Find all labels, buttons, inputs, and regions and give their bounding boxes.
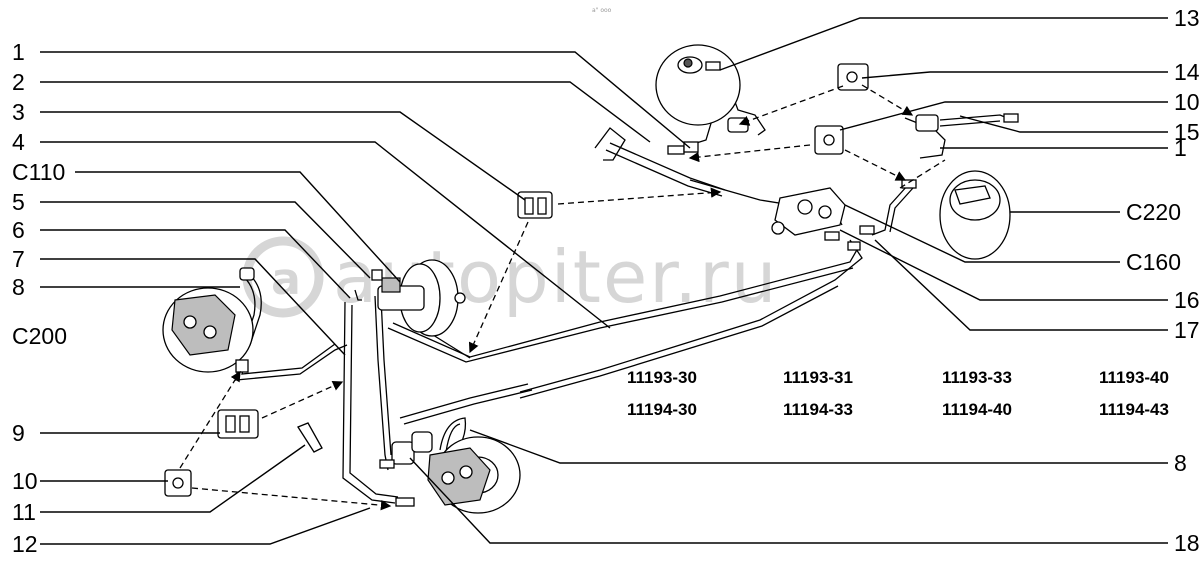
label-7: 7 [12,246,25,272]
label-2: 2 [12,69,25,95]
label-8-left: 8 [12,274,25,300]
code-r2-c1: 11194-30 [627,400,697,419]
clip-3 [517,191,553,219]
label-8-right: 8 [1174,450,1187,476]
label-c220: C220 [1126,199,1181,225]
label-18: 18 [1174,530,1200,556]
code-r2-c2: 11194-33 [783,400,853,419]
assembly-arrows [179,84,946,511]
label-5: 5 [12,189,25,215]
label-6: 6 [12,217,25,243]
leader-lines [40,17,1168,545]
top-mark: a" ooo [592,7,612,14]
label-c160: C160 [1126,249,1181,275]
label-c110: C110 [12,159,65,185]
code-r2-c4: 11194-43 [1099,400,1169,419]
label-4: 4 [12,129,25,155]
right-front-brake [427,436,521,514]
code-r1-c1: 11193-30 [627,368,697,387]
label-10-left: 10 [12,468,38,494]
clip-9 [217,409,259,439]
left-labels: 1 2 3 4 C110 5 6 7 8 C200 9 10 11 12 [12,39,67,557]
label-14: 14 [1174,59,1200,85]
clip-10-left [164,469,192,497]
label-1: 1 [12,39,25,65]
label-c200: C200 [12,323,67,349]
code-r1-c3: 11193-33 [942,368,1012,387]
label-15: 15 [1174,119,1200,145]
right-labels: 13 14 10 15 1 C220 C160 16 17 8 18 [1126,5,1200,556]
label-13: 13 [1174,5,1200,31]
label-1-right: 1 [1174,135,1187,161]
label-10-right: 10 [1174,89,1200,115]
label-16: 16 [1174,287,1200,313]
code-r1-c2: 11193-31 [783,368,853,387]
clip-14 [837,63,869,91]
tee-fittings [391,114,939,465]
rear-left-brake [655,44,741,126]
label-9: 9 [12,420,25,446]
pressure-regulator [771,187,846,241]
bolt-11 [297,422,323,453]
rear-right-brake [939,170,1011,260]
fittings [235,61,1019,507]
brake-booster [377,259,466,337]
code-r1-c4: 11193-40 [1099,368,1169,387]
code-r2-c3: 11194-40 [942,400,1012,419]
label-17: 17 [1174,317,1200,343]
label-3: 3 [12,99,25,125]
label-12: 12 [12,531,38,557]
svg-text:a: a [271,254,301,305]
clip-10-right [814,125,844,155]
label-11: 11 [12,499,36,525]
applicability-table: 11193-30 11193-31 11193-33 11193-40 1119… [627,368,1169,419]
left-front-brake [162,267,255,373]
